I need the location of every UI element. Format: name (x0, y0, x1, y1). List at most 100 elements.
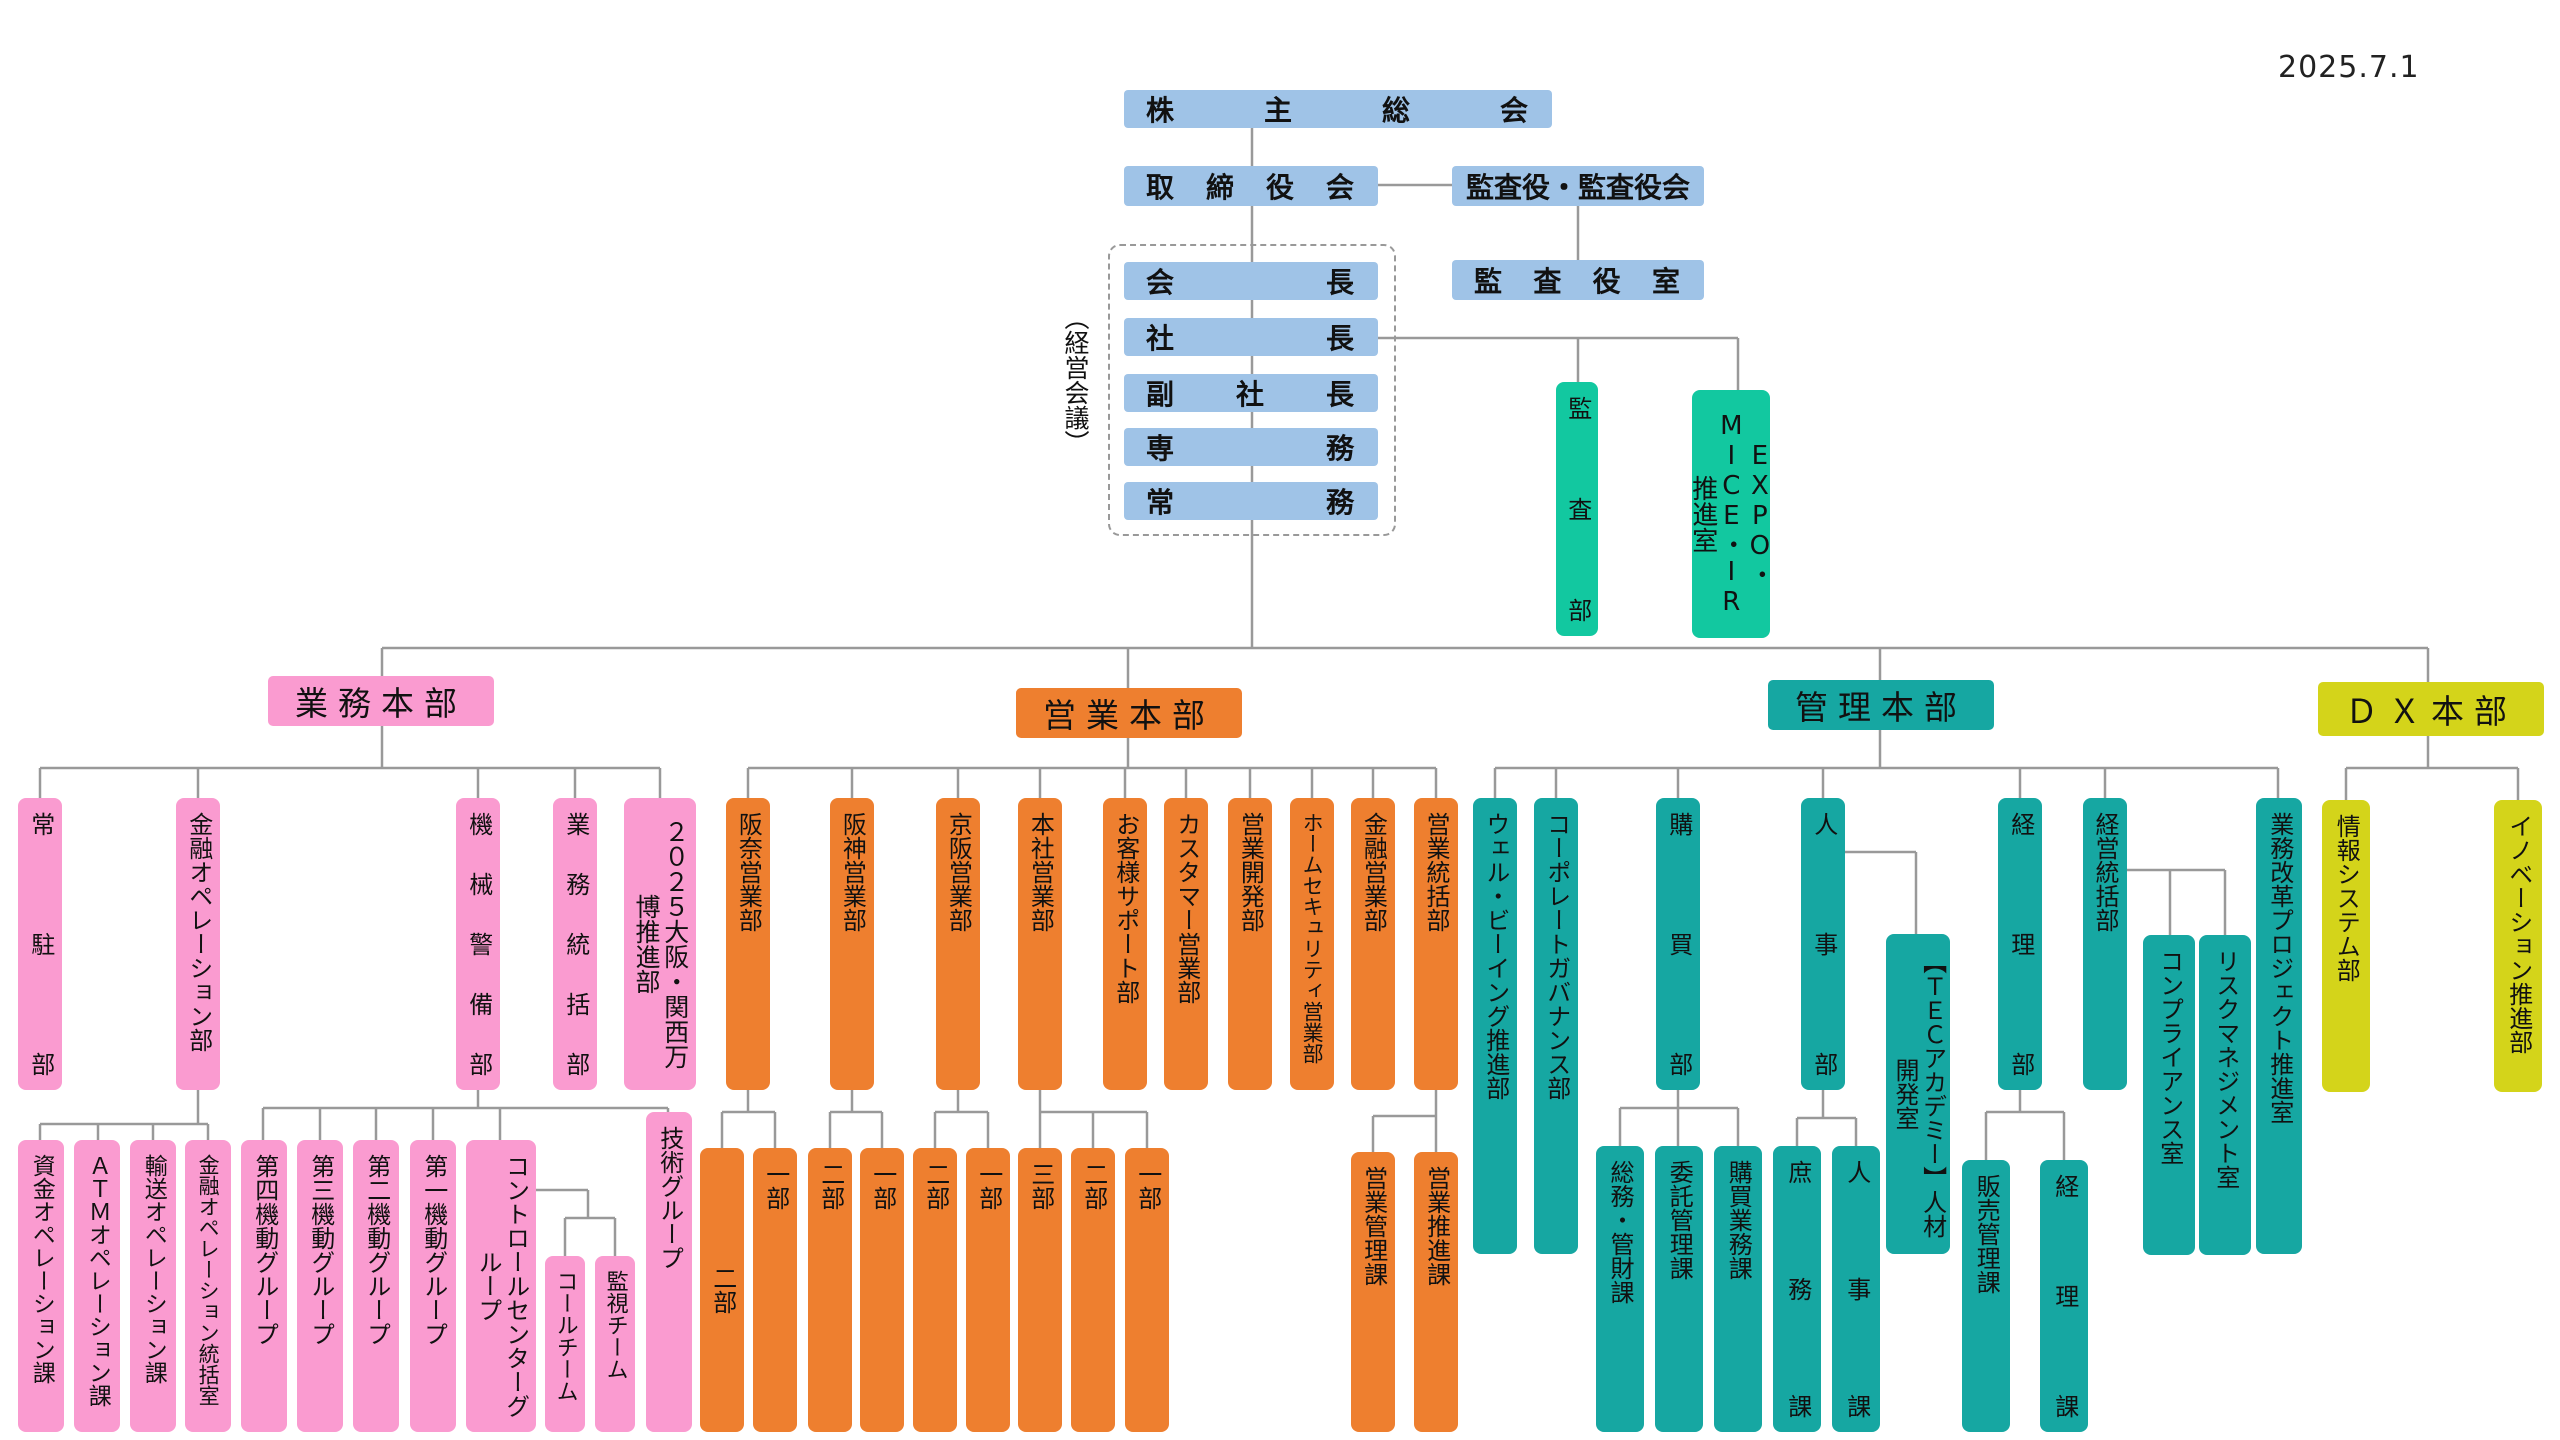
governance-label: コーポレートガバナンス部 (1542, 812, 1571, 1100)
hanshin-dept-1: 一部 (860, 1148, 904, 1432)
machine-security-char: 械 (464, 872, 493, 896)
purchasing-operations-section: 購買業務課 (1714, 1146, 1762, 1432)
monitor-team: 監視チーム (595, 1256, 635, 1432)
customer-sales-label: カスタマー営業部 (1172, 812, 1201, 1004)
accounting-department: 経 理 部 (1998, 798, 2042, 1090)
honsha-dept-3: 三部 (1018, 1148, 1062, 1432)
shareholders-char: 主 (1263, 94, 1294, 127)
sales-promotion-section: 営業推進課 (1414, 1152, 1458, 1432)
accounting-section: 経 理 課 (2040, 1160, 2088, 1432)
general-property-section: 総務・管財課 (1596, 1146, 1644, 1432)
mobile-group-4: 第四機動グループ (241, 1140, 287, 1432)
sub-dept-label: 三部 (1026, 1162, 1055, 1210)
business-reform-office: 業務改革プロジェクト推進室 (2256, 798, 2302, 1254)
purchasing-ops-label: 購買業務課 (1724, 1160, 1753, 1280)
honsha-label: 本社営業部 (1026, 812, 1055, 932)
shareholders-meeting: 株 主 総 会 (1124, 90, 1552, 128)
chairman-char: 長 (1325, 266, 1356, 299)
chairman-char: 会 (1146, 266, 1177, 299)
hr-char: 事 (1809, 932, 1838, 956)
innovation-department: イノベーション推進部 (2494, 800, 2542, 1092)
mobile-group-3: 第三機動グループ (297, 1140, 343, 1432)
compliance-label: コンプライアンス室 (2155, 949, 2184, 1165)
hanna-sales-department: 阪奈営業部 (726, 798, 770, 1090)
control-center-group: コントロールセンターグループ (466, 1140, 536, 1432)
transport-operations-section: 輸送オペレーション課 (130, 1140, 176, 1432)
innovation-label: イノベーション推進部 (2504, 814, 2533, 1054)
machine-security-char: 備 (464, 992, 493, 1016)
business-control-char: 務 (561, 872, 590, 896)
honsha-dept-1: 一部 (1125, 1148, 1169, 1432)
financial-operations-office: 金融オペレーション統括室 (185, 1140, 231, 1432)
purchasing-department: 購 買 部 (1656, 798, 1700, 1090)
personnel-char: 人 (1842, 1160, 1871, 1184)
shareholders-char: 総 (1381, 94, 1412, 127)
financial-ops-office-label: 金融オペレーション統括室 (196, 1154, 221, 1406)
president-char: 社 (1146, 322, 1177, 355)
accounting-sec-char: 経 (2050, 1174, 2079, 1198)
sales-dev-label: 営業開発部 (1236, 812, 1265, 932)
date-label: 2025.7.1 (2278, 50, 2420, 85)
vice-president-char: 社 (1235, 378, 1266, 411)
shareholders-char: 会 (1499, 94, 1530, 127)
cash-ops-label: 資金オペレーション課 (28, 1154, 55, 1384)
accounting-char: 経 (2006, 812, 2035, 836)
vice-president-char: 副 (1146, 378, 1177, 411)
governance-department: コーポレートガバナンス部 (1534, 798, 1578, 1254)
managing-char: 常 (1146, 486, 1177, 519)
transport-ops-label: 輸送オペレーション課 (140, 1154, 167, 1384)
business-control-char: 統 (561, 932, 590, 956)
keihan-sales-department: 京阪営業部 (936, 798, 980, 1090)
audit-office-char: 監 (1474, 265, 1505, 298)
board-of-directors: 取 締 役 会 (1124, 166, 1378, 206)
sales-development-department: 営業開発部 (1228, 798, 1272, 1090)
keihan-dept-2: 二部 (913, 1148, 957, 1432)
board-char: 会 (1325, 171, 1356, 204)
financial-sales-department: 金融営業部 (1351, 798, 1395, 1090)
operations-division: 業務本部 (268, 676, 494, 726)
board-char: 締 (1205, 171, 1236, 204)
resident-char: 常 (26, 812, 55, 836)
risk-label: リスクマネジメント室 (2211, 949, 2240, 1189)
machine-security-char: 警 (464, 932, 493, 956)
senior-managing-char: 専 (1146, 432, 1177, 465)
sales-mgmt-label: 営業管理課 (1359, 1166, 1388, 1286)
vice-president-char: 長 (1325, 378, 1356, 411)
information-systems-department: 情報システム部 (2322, 800, 2370, 1092)
sub-dept-label: 二部 (816, 1162, 845, 1210)
hanshin-sales-department: 阪神営業部 (830, 798, 874, 1090)
financial-operations-department: 金融オペレーション部 (176, 798, 220, 1090)
accounting-sec-char: 理 (2050, 1284, 2079, 1308)
administration-division: 管理本部 (1768, 680, 1994, 730)
sales-admin-label: 販売管理課 (1972, 1174, 2001, 1294)
personnel-char: 事 (1842, 1277, 1871, 1301)
machine-security-department: 機 械 警 備 部 (456, 798, 500, 1090)
expo-mice-ir-office: EXPO・MICE・IR推進室 (1688, 390, 1775, 638)
home-security-label: ホームセキュリティ営業部 (1300, 812, 1325, 1064)
sub-dept-label: 二部 (708, 1266, 737, 1314)
sub-dept-label: 一部 (761, 1162, 790, 1210)
sub-dept-label: 一部 (974, 1162, 1003, 1210)
expo-office-label: EXPO・MICE・IR推進室 (1687, 411, 1775, 617)
tec-academy-office: 【ＴＥＣアカデミー】人材開発室 (1886, 934, 1950, 1254)
customer-support-label: お客様サポート部 (1111, 812, 1140, 1004)
sub-dept-label: 二部 (921, 1162, 950, 1210)
personnel-char: 課 (1842, 1394, 1871, 1418)
outsourcing-management-section: 委託管理課 (1655, 1146, 1703, 1432)
resident-char: 駐 (26, 932, 55, 956)
general-affairs-section: 庶 務 課 (1773, 1146, 1821, 1432)
senior-managing-char: 務 (1325, 432, 1356, 465)
managing-char: 務 (1325, 486, 1356, 519)
atm-operations-section: ＡＴＭオペレーション課 (74, 1140, 120, 1432)
vice-president: 副 社 長 (1124, 374, 1378, 412)
hr-char: 人 (1809, 812, 1838, 836)
keihan-label: 京阪営業部 (944, 812, 973, 932)
purchasing-char: 買 (1664, 932, 1693, 956)
business-control-char: 業 (561, 812, 590, 836)
reform-label: 業務改革プロジェクト推進室 (2265, 812, 2294, 1124)
general-affairs-char: 庶 (1783, 1160, 1812, 1184)
hanshin-dept-2: 二部 (808, 1148, 852, 1432)
president: 社 長 (1124, 318, 1378, 356)
wellbeing-label: ウェル・ビーイング推進部 (1481, 812, 1510, 1100)
accounting-sec-char: 課 (2050, 1394, 2079, 1418)
